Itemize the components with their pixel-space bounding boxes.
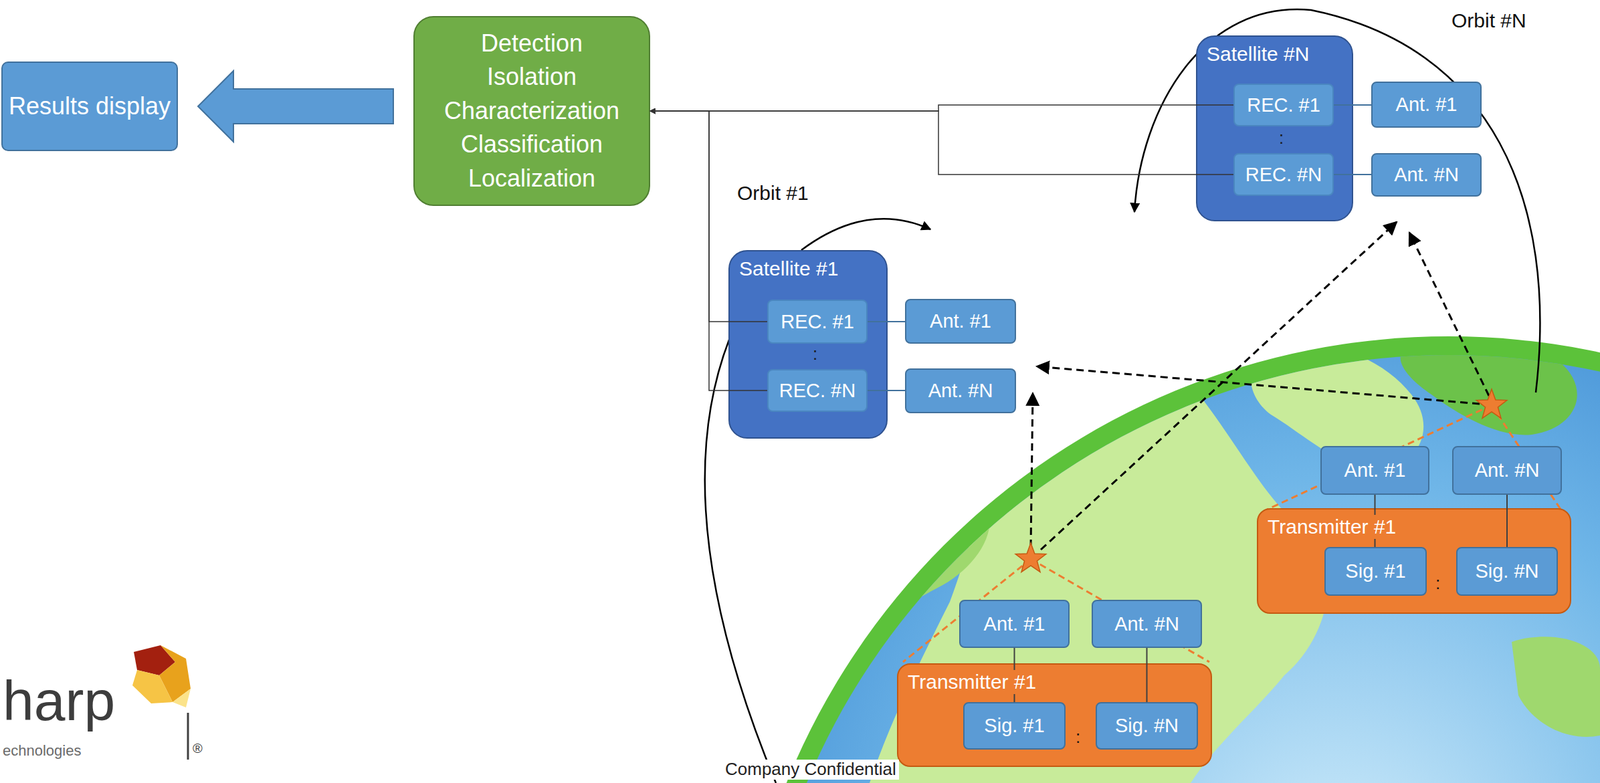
- signal-box: Sig. #1: [1324, 547, 1427, 596]
- ellipsis-mark: :: [1278, 128, 1284, 149]
- box-label: Sig. #1: [1345, 559, 1406, 584]
- signal-box: Sig. #N: [1456, 547, 1558, 596]
- box-label: Ant. #1: [983, 612, 1046, 637]
- receiver-box: REC. #N: [1233, 153, 1334, 196]
- earth: [734, 336, 1600, 783]
- transmitter-box: Transmitter #1 Sig. #1 Sig. #N: [1256, 508, 1572, 615]
- data-link: [650, 111, 1234, 175]
- antenna-box: Ant. #N: [905, 368, 1017, 414]
- box-label: Ant. #N: [1114, 612, 1180, 637]
- confidential-note: Company Confidential: [722, 759, 899, 780]
- transmitter-box: Transmitter #1 Sig. #1 Sig. #N: [896, 663, 1213, 768]
- box-label: Sig. #N: [1115, 714, 1179, 738]
- emitter-star: [1476, 389, 1508, 419]
- box-label: Sig. #1: [983, 714, 1045, 738]
- box-title: Transmitter #1: [907, 670, 1037, 695]
- box-label: Ant. #1: [1344, 458, 1407, 483]
- receiver-box: REC. #1: [1233, 83, 1334, 127]
- signal-path: [1030, 222, 1489, 550]
- satellite-box: Satellite #1 REC. #1 REC. #N: [728, 250, 888, 439]
- antenna-box: Ant. #N: [1091, 600, 1203, 649]
- logo-registered-mark: ®: [192, 741, 203, 757]
- processing-box: Detection Isolation Characterization Cla…: [413, 16, 651, 207]
- orbit-path: [705, 9, 1541, 783]
- data-link: [650, 105, 1234, 112]
- antenna-box: Ant. #1: [1371, 81, 1482, 128]
- receiver-box: REC. #N: [767, 369, 868, 413]
- box-label: Detection Isolation Characterization Cla…: [444, 26, 620, 196]
- company-logo: [132, 645, 191, 760]
- box-label: Sig. #N: [1474, 559, 1539, 584]
- antenna-box: Ant. #1: [1320, 446, 1430, 495]
- box-label: Results display: [8, 91, 171, 121]
- box-label: Ant. #N: [928, 379, 994, 403]
- antenna-box: Ant. #1: [959, 600, 1070, 649]
- antenna-box: Ant. #1: [905, 298, 1017, 344]
- ellipsis-mark: :: [1075, 727, 1081, 748]
- box-label: REC. #1: [1246, 93, 1321, 118]
- ellipsis-mark: :: [812, 344, 818, 365]
- box-title: Satellite #1: [739, 256, 839, 281]
- emitter-star: [1015, 543, 1047, 572]
- box-label: Ant. #1: [1395, 92, 1458, 117]
- satellite-box: Satellite #N REC. #1 REC. #N: [1195, 35, 1354, 222]
- box-label: Ant. #N: [1474, 458, 1540, 483]
- orbit-label: Orbit #N: [1448, 9, 1530, 33]
- box-label: Ant. #1: [929, 309, 992, 334]
- box-label: REC. #1: [780, 310, 855, 334]
- orbit-label: Orbit #1: [734, 181, 812, 206]
- box-label: Ant. #N: [1393, 163, 1459, 187]
- box-label: REC. #N: [1245, 163, 1322, 187]
- receiver-box: REC. #1: [767, 299, 868, 344]
- signal-box: Sig. #N: [1095, 702, 1198, 750]
- antenna-box: Ant. #N: [1371, 153, 1482, 197]
- box-title: Satellite #N: [1206, 42, 1310, 67]
- signal-box: Sig. #1: [963, 702, 1066, 750]
- ellipsis-mark: :: [1435, 573, 1441, 594]
- logo-wordmark: harp: [2, 668, 116, 734]
- box-title: Transmitter #1: [1267, 515, 1396, 540]
- antenna-box: Ant. #N: [1452, 446, 1562, 495]
- box-label: REC. #N: [779, 379, 856, 403]
- results-box: Results display: [1, 61, 178, 152]
- logo-tagline: echnologies: [2, 742, 81, 760]
- block-arrow: [197, 70, 394, 142]
